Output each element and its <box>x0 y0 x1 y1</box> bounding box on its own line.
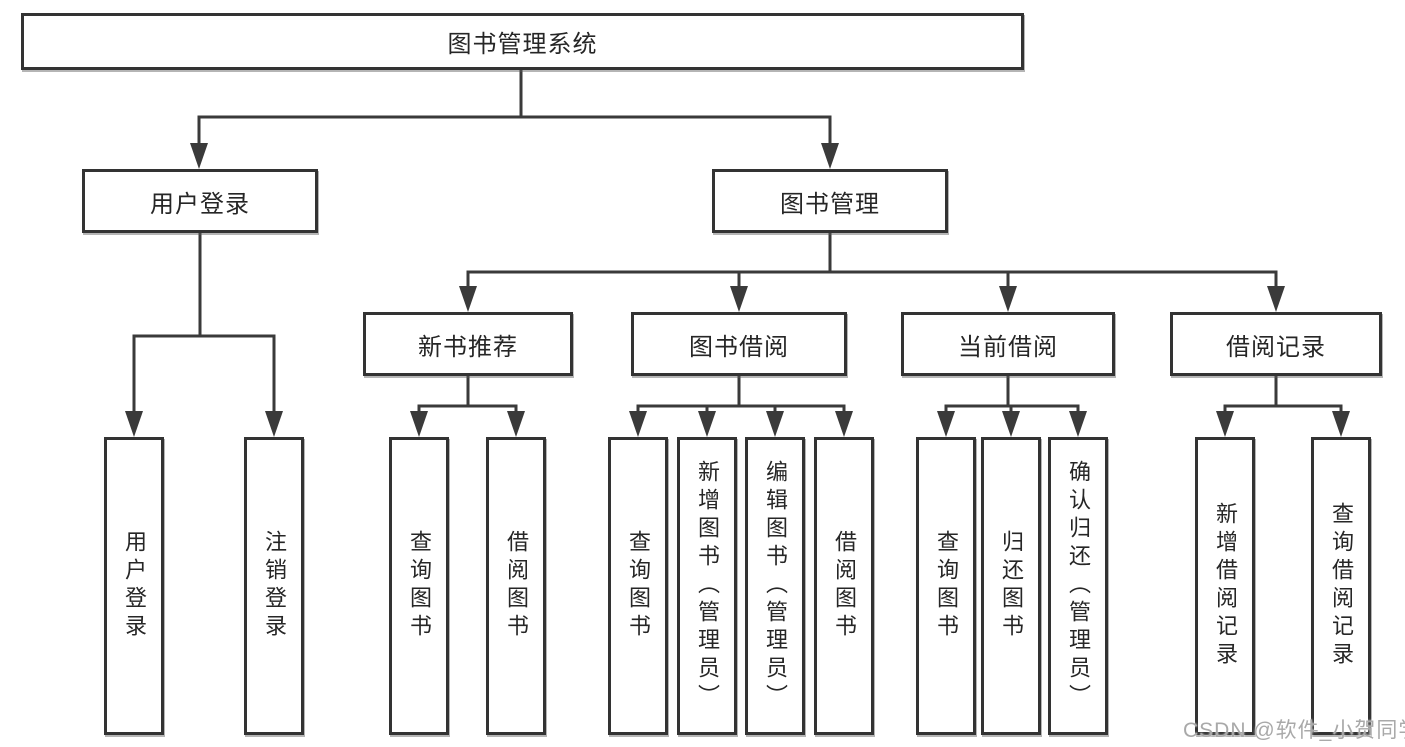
arrow-down-icon <box>1069 411 1087 437</box>
arrow-down-icon <box>629 411 647 437</box>
connector-root-to-level2 <box>197 67 832 147</box>
csdn-watermark: CSDN @软件_小贺同学 <box>1183 719 1405 742</box>
leaf-user-login: 用户登录 <box>104 437 164 735</box>
leaf-confirm-return-admin: 确认归还（管理员） <box>1048 437 1108 735</box>
arrow-down-icon <box>507 411 525 437</box>
arrow-down-icon <box>410 411 428 437</box>
leaf-user-login-label: 用户登录 <box>122 530 147 642</box>
node-book-borrow: 图书借阅 <box>631 312 847 376</box>
leaf-return-books: 归还图书 <box>981 437 1041 735</box>
node-borrow-records: 借阅记录 <box>1170 312 1382 376</box>
node-user-login-label: 用户登录 <box>150 190 250 218</box>
leaf-borrow-books: 借阅图书 <box>814 437 874 735</box>
connector-userlogin-to-leaves <box>132 231 276 415</box>
leaf-query-borrow-record: 查询借阅记录 <box>1311 437 1371 735</box>
arrow-down-icon <box>730 286 748 312</box>
node-new-book-recommend-label: 新书推荐 <box>418 333 518 361</box>
leaf-add-books-admin: 新增图书（管理员） <box>677 437 737 735</box>
leaf-current-query-books: 查询图书 <box>916 437 976 735</box>
node-current-borrow-label: 当前借阅 <box>958 333 1058 361</box>
leaf-borrow-query-books-label: 查询图书 <box>626 530 651 642</box>
arrow-down-icon <box>459 286 477 312</box>
leaf-rec-borrow-books-label: 借阅图书 <box>504 530 529 642</box>
leaf-confirm-return-admin-label: 确认归还（管理员） <box>1066 460 1091 712</box>
node-book-borrow-label: 图书借阅 <box>689 333 789 361</box>
arrow-down-icon <box>125 411 143 437</box>
node-book-management: 图书管理 <box>712 169 948 233</box>
connector-newbookrec-to-leaves <box>417 374 518 415</box>
leaf-add-borrow-record: 新增借阅记录 <box>1195 437 1255 735</box>
arrow-down-icon <box>1216 411 1234 437</box>
connector-bookmgmt-to-level3 <box>466 231 1278 290</box>
leaf-rec-borrow-books: 借阅图书 <box>486 437 546 735</box>
arrow-down-icon <box>937 411 955 437</box>
leaf-rec-query-books: 查询图书 <box>389 437 449 735</box>
connector-borrowrecords-to-leaves <box>1223 374 1343 415</box>
arrow-down-icon <box>821 143 839 169</box>
leaf-current-query-books-label: 查询图书 <box>934 530 959 642</box>
leaf-add-books-admin-label: 新增图书（管理员） <box>695 460 720 712</box>
connector-bookborrow-to-leaves <box>636 374 846 415</box>
node-root-label: 图书管理系统 <box>447 31 598 58</box>
node-book-management-label: 图书管理 <box>780 190 880 218</box>
leaf-add-borrow-record-label: 新增借阅记录 <box>1213 502 1238 670</box>
arrow-down-icon <box>698 411 716 437</box>
leaf-logout-label: 注销登录 <box>262 530 287 642</box>
leaf-borrow-books-label: 借阅图书 <box>832 530 857 642</box>
leaf-logout: 注销登录 <box>244 437 304 735</box>
arrow-down-icon <box>835 411 853 437</box>
leaf-edit-books-admin-label: 编辑图书（管理员） <box>763 460 788 712</box>
leaf-borrow-query-books: 查询图书 <box>608 437 668 735</box>
node-borrow-records-label: 借阅记录 <box>1226 333 1326 361</box>
leaf-edit-books-admin: 编辑图书（管理员） <box>745 437 805 735</box>
arrow-down-icon <box>1332 411 1350 437</box>
leaf-rec-query-books-label: 查询图书 <box>407 530 432 642</box>
arrow-down-icon <box>999 286 1017 312</box>
arrowhead-icons <box>125 143 1350 437</box>
arrow-down-icon <box>1267 286 1285 312</box>
leaf-query-borrow-record-label: 查询借阅记录 <box>1329 502 1354 670</box>
node-user-login: 用户登录 <box>82 169 318 233</box>
arrow-down-icon <box>1002 411 1020 437</box>
arrow-down-icon <box>265 411 283 437</box>
node-current-borrow: 当前借阅 <box>901 312 1115 376</box>
node-new-book-recommend: 新书推荐 <box>363 312 573 376</box>
arrow-down-icon <box>766 411 784 437</box>
node-root: 图书管理系统 <box>21 13 1024 70</box>
arrow-down-icon <box>190 143 208 169</box>
leaf-return-books-label: 归还图书 <box>999 530 1024 642</box>
connector-currentborrow-to-leaves <box>944 374 1080 415</box>
